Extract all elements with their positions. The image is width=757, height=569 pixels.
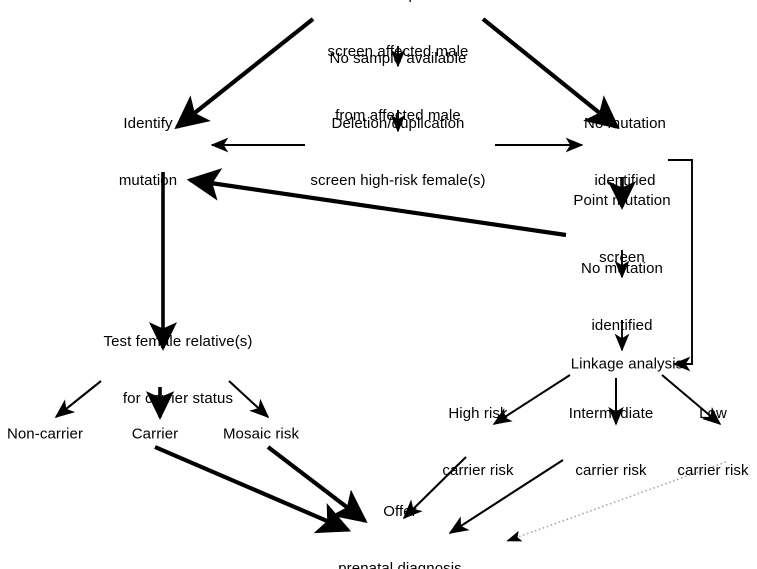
- node-line-1: Non-carrier: [6, 425, 84, 443]
- edge-linkage-analysis-to-low-risk: [661, 374, 722, 426]
- edge-linkage-analysis-to-high-risk: [492, 374, 571, 425]
- edge-carrier-to-offer-prenatal: [154, 445, 352, 534]
- node-line-1: Identify: [123, 115, 173, 132]
- node-non-carrier: Non-carrier: [7, 387, 83, 482]
- edge-mosaic-risk-to-offer-prenatal: [266, 445, 368, 524]
- node-point-mutation-screen: Point mutation screen: [573, 153, 670, 305]
- node-line-2: carrier risk: [677, 462, 749, 479]
- node-high-risk-carrier-risk: High risk carrier risk: [442, 366, 513, 518]
- edge-test-female-relatives-to-mosaic-risk: [228, 380, 270, 419]
- node-line-2: prenatal diagnosis: [338, 560, 462, 569]
- node-test-female-relatives: Test female relative(s) for carrier stat…: [103, 294, 252, 446]
- node-deletion-screen-affected-male: Deletion/duplication screen affected mal…: [328, 0, 469, 99]
- node-line-2: carrier risk: [575, 462, 647, 479]
- node-line-2: mutation: [118, 172, 178, 189]
- node-line-2: identified: [594, 172, 656, 189]
- node-line-2: for carrier status: [122, 390, 234, 407]
- node-no-mutation-identified-2: No mutation identified: [581, 221, 663, 373]
- edge-point-mutation-screen-to-identify-mutation: [186, 168, 567, 238]
- node-low-carrier-risk: Low carrier risk: [677, 366, 748, 518]
- node-line-2: identified: [591, 317, 653, 334]
- node-no-mutation-identified-1: No mutation identified: [584, 76, 666, 228]
- node-line-1: High risk: [448, 405, 508, 422]
- node-linkage-analysis: Linkage analysis: [571, 317, 684, 412]
- node-line-1: Deletion/duplication: [328, 0, 469, 4]
- edge-screen-male-to-identify-mutation: [174, 17, 315, 130]
- node-line-1: Carrier: [131, 425, 179, 443]
- edge-no-mutation-1-bracket-to-linkage-analysis: [668, 159, 693, 372]
- node-line-1: Low: [699, 405, 727, 422]
- edge-intermediate-risk-to-offer-prenatal: [448, 459, 564, 534]
- node-carrier: Carrier: [132, 387, 179, 482]
- edge-test-female-relatives-to-non-carrier: [54, 380, 102, 419]
- node-line-1: Offer: [383, 503, 417, 520]
- node-line-2: from affected male: [335, 107, 461, 124]
- node-line-2: carrier risk: [442, 462, 514, 479]
- edge-low-risk-to-offer-prenatal: [506, 461, 727, 542]
- node-line-1: Point mutation: [573, 192, 671, 209]
- node-line-1: Linkage analysis: [570, 355, 684, 373]
- node-no-sample-available: No sample available from affected male: [330, 11, 467, 163]
- node-line-1: No sample available: [329, 50, 467, 67]
- node-line-1: Mosaic risk: [222, 425, 300, 443]
- node-deletion-screen-high-risk-female: Deletion/duplication screen high-risk fe…: [310, 76, 485, 228]
- node-offer-prenatal-diagnosis: Offer prenatal diagnosis: [338, 464, 462, 569]
- node-line-1: Deletion/duplication: [331, 115, 465, 132]
- node-line-1: No mutation: [584, 115, 666, 132]
- node-line-1: Intermediate: [568, 405, 654, 422]
- node-line-2: screen high-risk female(s): [310, 172, 486, 189]
- edge-high-risk-to-offer-prenatal: [402, 456, 467, 520]
- node-line-2: screen affected male: [327, 43, 469, 60]
- node-identify-mutation: Identify mutation: [119, 76, 177, 228]
- node-mosaic-risk: Mosaic risk: [223, 387, 299, 482]
- edge-screen-male-to-no-mutation-1: [481, 17, 620, 130]
- node-intermediate-carrier-risk: Intermediate carrier risk: [569, 366, 654, 518]
- node-line-1: No mutation: [581, 260, 663, 277]
- node-line-2: screen: [599, 249, 645, 266]
- node-line-1: Test female relative(s): [103, 333, 253, 350]
